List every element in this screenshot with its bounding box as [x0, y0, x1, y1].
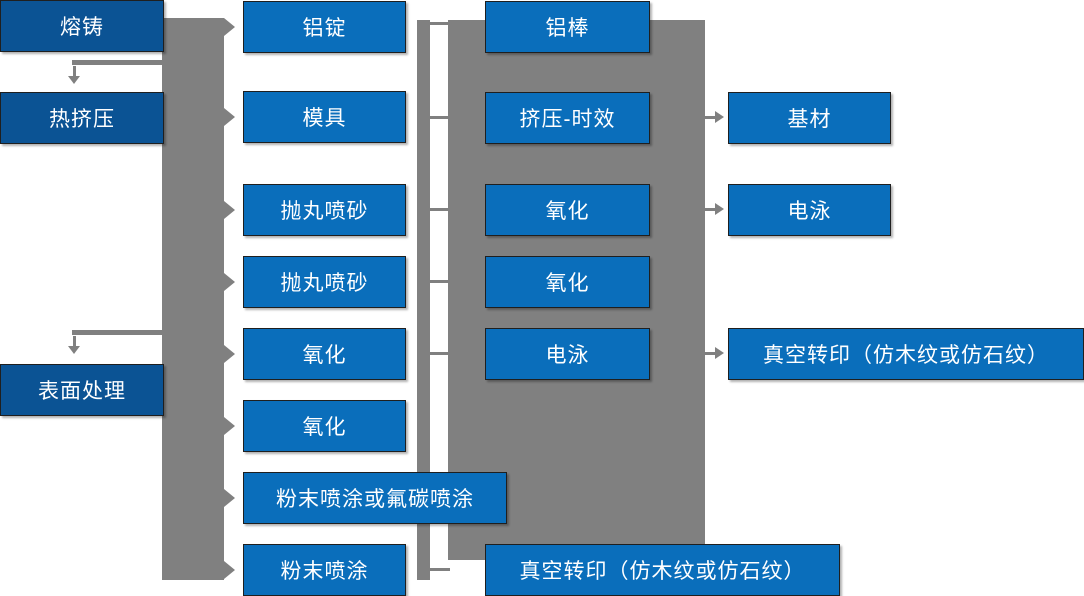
connector-stub-melt-cast [72, 60, 164, 65]
node-shot-blasting-2-label: 抛丸喷砂 [280, 272, 369, 295]
node-oxidation-4-label: 氧化 [545, 272, 590, 295]
node-vacuum-transfer-2[interactable]: 真空转印（仿木纹或仿石纹） [728, 328, 1084, 380]
node-aluminum-ingot[interactable]: 铝锭 [243, 1, 406, 53]
node-vacuum-transfer-1-label: 真空转印（仿木纹或仿石纹） [519, 560, 806, 583]
band-arrow-4 [224, 273, 235, 291]
connector-band-left [162, 18, 224, 580]
connector-stub-extrusion [72, 330, 164, 335]
node-shot-blasting-1-label: 抛丸喷砂 [280, 200, 369, 223]
band-arrow-2 [224, 108, 235, 126]
node-substrate-label: 基材 [787, 108, 832, 131]
node-electrophoresis-1-label: 电泳 [545, 344, 590, 367]
node-mold-label: 模具 [302, 107, 347, 130]
connector-stub-m1 [430, 22, 450, 25]
connector-stub-m4 [430, 280, 450, 283]
band-arrow-7 [224, 489, 235, 507]
node-oxidation-3[interactable]: 氧化 [485, 184, 650, 236]
node-powder-or-fluorocarbon-spray[interactable]: 粉末喷涂或氟碳喷涂 [243, 472, 507, 524]
node-electrophoresis-2[interactable]: 电泳 [728, 184, 891, 236]
connector-stub-surface-treatment [162, 373, 186, 378]
node-surface-treatment-label: 表面处理 [38, 380, 126, 403]
node-oxidation-3-label: 氧化 [545, 200, 590, 223]
node-powder-or-fluorocarbon-spray-label: 粉末喷涂或氟碳喷涂 [276, 488, 474, 511]
band-arrow-1 [224, 18, 235, 36]
node-electrophoresis-1[interactable]: 电泳 [485, 328, 650, 380]
connector-rail-thin [417, 20, 430, 580]
node-hot-extrusion-label: 热挤压 [49, 108, 115, 131]
node-melt-cast[interactable]: 熔铸 [0, 0, 164, 52]
connector-stub-m2 [430, 116, 450, 119]
node-powder-spray-label: 粉末喷涂 [280, 560, 369, 583]
node-aluminum-ingot-label: 铝锭 [302, 17, 347, 40]
node-surface-treatment[interactable]: 表面处理 [0, 364, 164, 416]
arrow-extrusion-to-surface [68, 336, 80, 354]
node-hot-extrusion[interactable]: 热挤压 [0, 92, 164, 144]
node-mold[interactable]: 模具 [243, 91, 406, 143]
node-electrophoresis-2-label: 电泳 [787, 200, 832, 223]
node-extrusion-aging-label: 挤压-时效 [519, 108, 616, 131]
connector-stub-m6 [430, 568, 450, 571]
connector-stub-m5 [430, 352, 450, 355]
arrow-to-electrophoresis [703, 203, 724, 215]
band-arrow-6 [224, 417, 235, 435]
node-oxidation-1-label: 氧化 [302, 344, 347, 367]
node-shot-blasting-2[interactable]: 抛丸喷砂 [243, 256, 406, 308]
node-oxidation-2[interactable]: 氧化 [243, 400, 406, 452]
node-aluminum-bar-label: 铝棒 [545, 17, 590, 40]
node-oxidation-1[interactable]: 氧化 [243, 328, 406, 380]
node-oxidation-4[interactable]: 氧化 [485, 256, 650, 308]
band-arrow-5 [224, 345, 235, 363]
node-aluminum-bar[interactable]: 铝棒 [485, 1, 650, 53]
arrow-to-vacuum-transfer [703, 347, 724, 359]
band-arrow-8 [224, 561, 235, 579]
node-oxidation-2-label: 氧化 [302, 416, 347, 439]
node-extrusion-aging[interactable]: 挤压-时效 [485, 92, 650, 144]
node-substrate[interactable]: 基材 [728, 92, 891, 144]
node-vacuum-transfer-1[interactable]: 真空转印（仿木纹或仿石纹） [485, 544, 840, 596]
node-melt-cast-label: 熔铸 [60, 16, 104, 39]
node-powder-spray[interactable]: 粉末喷涂 [243, 544, 406, 596]
arrow-to-substrate [703, 111, 724, 123]
node-vacuum-transfer-2-label: 真空转印（仿木纹或仿石纹） [763, 344, 1049, 367]
connector-stub-m3 [430, 208, 450, 211]
node-shot-blasting-1[interactable]: 抛丸喷砂 [243, 184, 406, 236]
band-arrow-3 [224, 201, 235, 219]
arrow-melt-to-extrusion [68, 66, 80, 84]
